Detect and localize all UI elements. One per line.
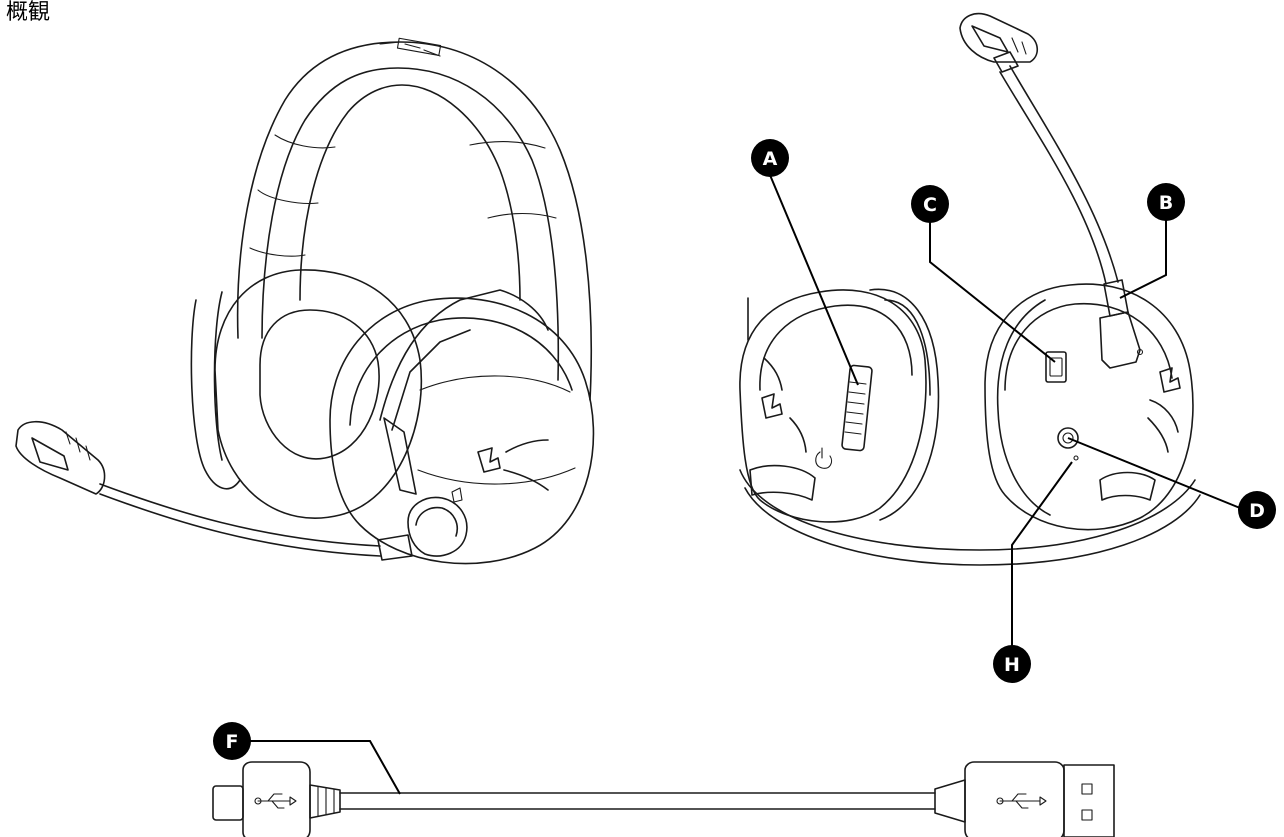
usb-icon (996, 793, 1047, 809)
callout-f: F (213, 722, 251, 760)
svg-text:H: H (1004, 654, 1020, 676)
callout-c: C (911, 185, 949, 223)
svg-text:A: A (763, 148, 778, 170)
svg-text:F: F (226, 731, 239, 753)
headset-side-view (739, 12, 1201, 566)
svg-text:C: C (923, 194, 937, 216)
hyperx-logo-right-cup (1147, 367, 1181, 453)
svg-text:D: D (1249, 500, 1265, 522)
usb-a-housing (964, 761, 1065, 837)
usb-icon (254, 793, 297, 809)
micro-usb-tip (212, 785, 244, 821)
usb-port (1045, 351, 1067, 383)
svg-text:B: B (1159, 192, 1173, 214)
headset-front-view (15, 37, 595, 565)
micro-usb-housing (242, 761, 311, 837)
callout-h: H (993, 645, 1031, 683)
callout-lines (248, 174, 1241, 795)
callout-d: D (1238, 491, 1276, 529)
callout-a: A (751, 139, 789, 177)
usb-cable (212, 761, 1115, 837)
page-title: 概観 (6, 0, 51, 25)
power-button (1057, 427, 1079, 449)
status-led (1073, 455, 1079, 461)
volume-wheel (841, 364, 873, 452)
hyperx-logo-left-cup (761, 357, 807, 453)
hyperx-logo (477, 439, 549, 491)
usb-a-tip (1063, 764, 1115, 837)
callout-b: B (1147, 183, 1185, 221)
mic-mount (1099, 279, 1144, 369)
